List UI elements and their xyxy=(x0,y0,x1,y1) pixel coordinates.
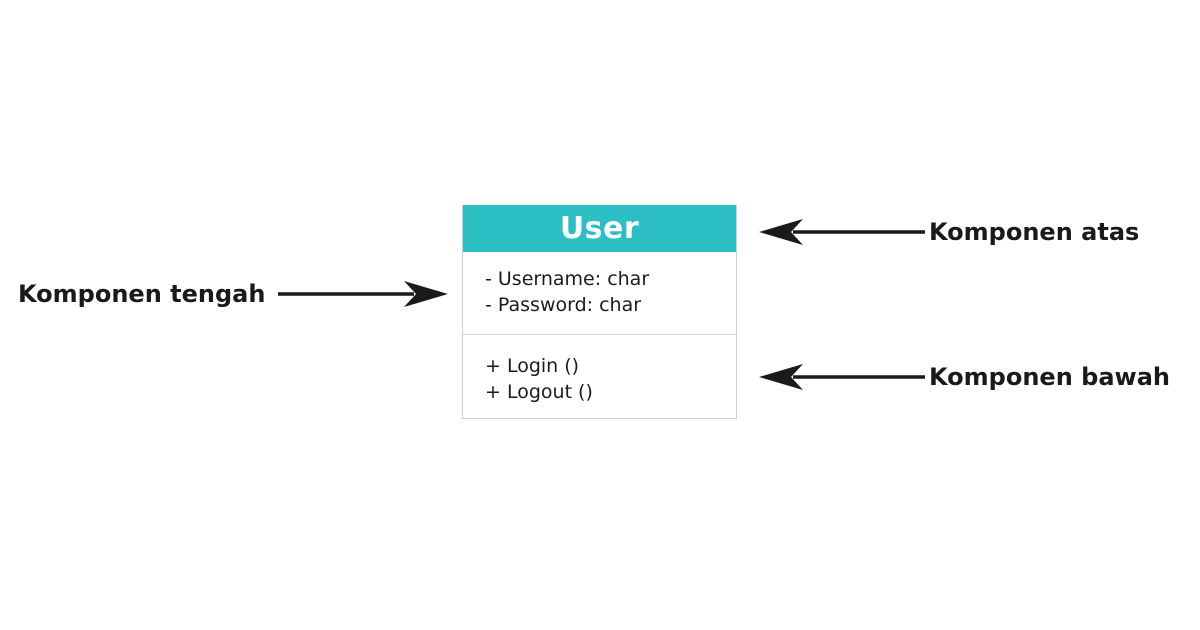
uml-class-name-header: User xyxy=(463,205,736,252)
annotation-label-komponen-bawah: Komponen bawah xyxy=(929,363,1170,391)
arrow-left-icon-atas xyxy=(757,216,925,248)
annotation-label-komponen-atas: Komponen atas xyxy=(929,218,1140,246)
uml-operation-row: + Logout () xyxy=(485,381,593,403)
arrow-left-icon-bawah xyxy=(757,361,925,393)
arrow-right-icon-tengah xyxy=(278,278,450,310)
uml-operation-row: + Login () xyxy=(485,355,580,377)
uml-class-box: User - Username: char - Password: char +… xyxy=(462,205,737,419)
uml-operations-compartment: + Login () + Logout () xyxy=(463,335,736,418)
uml-attribute-row: - Password: char xyxy=(485,294,642,316)
uml-attributes-compartment: - Username: char - Password: char xyxy=(463,252,736,335)
annotation-label-komponen-tengah: Komponen tengah xyxy=(18,280,266,308)
uml-attribute-row: - Username: char xyxy=(485,268,650,290)
